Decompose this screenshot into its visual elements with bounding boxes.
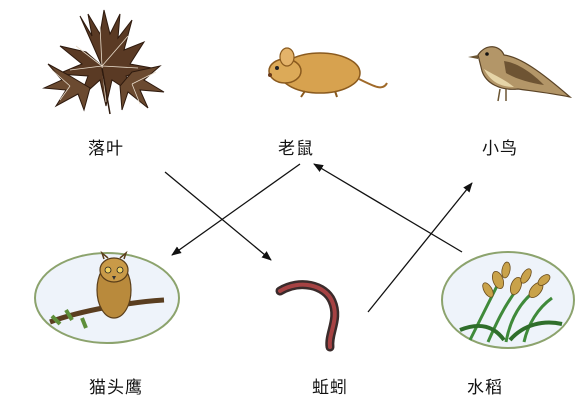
arrow-mouse-to-owl — [171, 163, 301, 256]
arrow-rice-to-mouse — [313, 163, 463, 253]
owl-image — [34, 250, 180, 344]
rice-image — [441, 251, 575, 349]
label-earthworm: 蚯蚓 — [312, 378, 348, 398]
label-mouse: 老鼠 — [278, 139, 314, 159]
label-rice: 水稻 — [467, 378, 503, 398]
small-bird-image — [468, 46, 573, 102]
label-owl: 猫头鹰 — [89, 378, 143, 398]
mouse-image — [268, 47, 388, 98]
fallen-leaves-image — [42, 9, 165, 115]
label-small-bird: 小鸟 — [482, 139, 518, 159]
arrow-fallen-leaves-to-earthworm — [164, 171, 272, 261]
earthworm-image — [275, 280, 340, 352]
arrow-earthworm-to-small-bird — [367, 182, 473, 313]
label-fallen-leaves: 落叶 — [88, 139, 124, 159]
